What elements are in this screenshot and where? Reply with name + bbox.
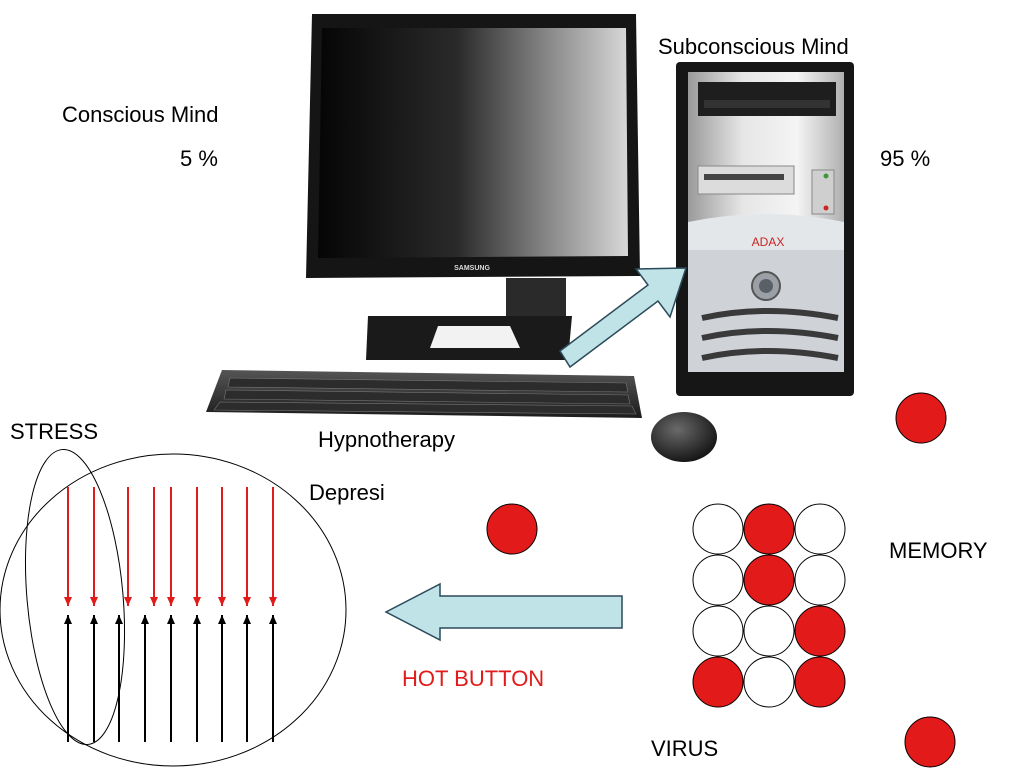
red-dot-subconscious — [895, 392, 947, 444]
down-arrow — [124, 487, 132, 606]
up-arrow — [193, 615, 201, 742]
computer-tower-image: ADAX — [676, 62, 854, 396]
up-arrow — [141, 615, 149, 742]
memory-cell-filled — [794, 656, 846, 708]
up-arrow — [167, 615, 175, 742]
hypnotherapy-label: Hypnotherapy — [318, 427, 455, 452]
memory-cell-empty — [794, 503, 846, 555]
tower-brand: ADAX — [752, 235, 785, 249]
mind-circle — [0, 453, 347, 767]
monitor-image: SAMSUNG — [306, 14, 640, 360]
red-dot-depresi — [486, 503, 538, 555]
down-arrow — [243, 487, 251, 606]
pressure-arrows — [64, 487, 277, 742]
memory-cell-filled — [692, 656, 744, 708]
down-arrow — [90, 487, 98, 606]
memory-cell-filled — [743, 554, 795, 606]
down-arrow — [218, 487, 226, 606]
memory-cell-filled — [794, 605, 846, 657]
down-arrow — [64, 487, 72, 606]
memory-cell-empty — [743, 605, 795, 657]
up-arrow — [243, 615, 251, 742]
up-arrow — [115, 615, 123, 742]
down-arrow — [167, 487, 175, 606]
down-arrow — [193, 487, 201, 606]
depresi-label: Depresi — [309, 480, 385, 505]
down-arrow — [269, 487, 277, 606]
hot-button-label: HOT BUTTON — [402, 666, 545, 691]
down-arrow — [150, 487, 158, 606]
memory-label: MEMORY — [889, 538, 988, 563]
keyboard-image — [206, 370, 642, 418]
memory-cell-filled — [743, 503, 795, 555]
stress-label: STRESS — [10, 419, 99, 444]
red-dot-virus — [904, 716, 956, 768]
mouse-image — [651, 412, 717, 462]
up-arrow — [64, 615, 72, 742]
subconscious-mind-label: Subconscious Mind — [658, 34, 849, 59]
conscious-percent-label: 5 % — [180, 146, 218, 171]
conscious-mind-label: Conscious Mind — [62, 102, 219, 127]
up-arrow — [218, 615, 226, 742]
hot-button-arrow — [384, 582, 623, 642]
monitor-brand: SAMSUNG — [454, 265, 490, 272]
hypnotherapy-arrow — [558, 267, 688, 369]
memory-grid — [692, 503, 846, 708]
memory-cell-empty — [692, 605, 744, 657]
memory-cell-empty — [794, 554, 846, 606]
memory-cell-empty — [692, 503, 744, 555]
virus-label: VIRUS — [651, 736, 719, 761]
subconscious-percent-label: 95 % — [880, 146, 931, 171]
memory-cell-empty — [743, 656, 795, 708]
memory-cell-empty — [692, 554, 744, 606]
stress-ellipse — [24, 449, 126, 745]
up-arrow — [269, 615, 277, 742]
up-arrow — [90, 615, 98, 742]
